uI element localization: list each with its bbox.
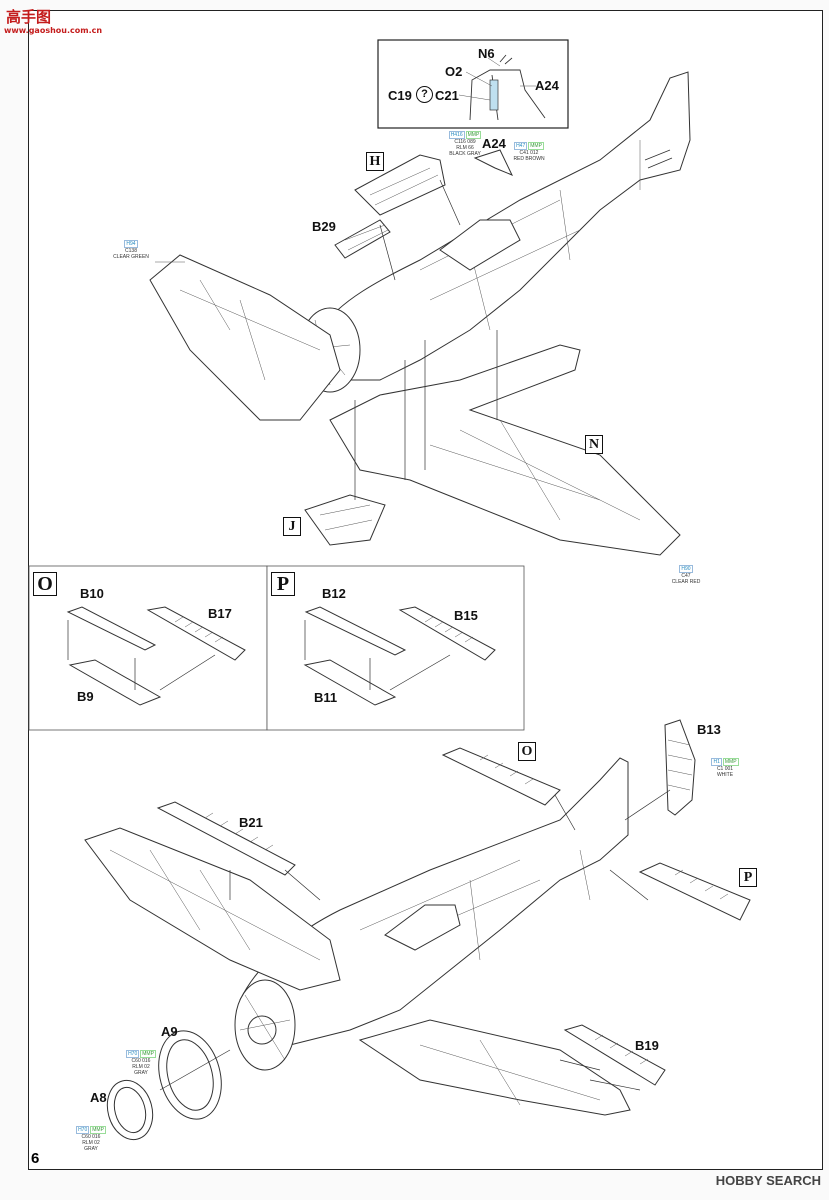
inset-label-n6: N6	[478, 46, 495, 61]
watermark-hobbysearch: HOBBY SEARCH	[715, 1173, 821, 1188]
part-label-b29: B29	[312, 219, 336, 234]
inset-label-c19: C19	[388, 88, 412, 103]
color-tag-clear-green: H94 C138 CLEAR GREEN	[113, 240, 149, 260]
section-box-j: J	[283, 517, 301, 536]
part-label-b11: B11	[314, 690, 338, 705]
part-label-a9: A9	[161, 1024, 178, 1039]
part-label-b21: B21	[239, 815, 263, 830]
part-label-b12: B12	[322, 586, 346, 601]
part-label-b19: B19	[635, 1038, 659, 1053]
watermark-url: www.gaoshou.com.cn	[4, 26, 103, 35]
part-label-b17: B17	[208, 606, 232, 621]
inset-label-a24: A24	[535, 78, 559, 93]
part-label-b10: B10	[80, 586, 104, 601]
part-label-b15: B15	[454, 608, 478, 623]
section-box-p: P	[271, 572, 295, 596]
page-number: 6	[31, 1150, 40, 1167]
watermark-logo: 高手图	[6, 8, 52, 26]
part-label-a24: A24	[482, 136, 506, 151]
inset-label-o2: O2	[445, 64, 463, 79]
part-label-a8: A8	[90, 1090, 107, 1105]
section-box-p-lower: P	[739, 868, 757, 887]
question-icon: ?	[416, 86, 433, 103]
section-box-n: N	[585, 435, 603, 454]
color-tag-clear-red: H90 C47 CLEAR RED	[671, 565, 701, 585]
section-box-o: O	[33, 572, 57, 596]
section-box-o-lower: O	[518, 742, 536, 761]
part-label-b13: B13	[697, 722, 721, 737]
inset-box	[377, 39, 569, 129]
section-box-h: H	[366, 152, 384, 171]
inset-label-c21: C21	[435, 88, 459, 103]
part-label-b9: B9	[77, 689, 94, 704]
